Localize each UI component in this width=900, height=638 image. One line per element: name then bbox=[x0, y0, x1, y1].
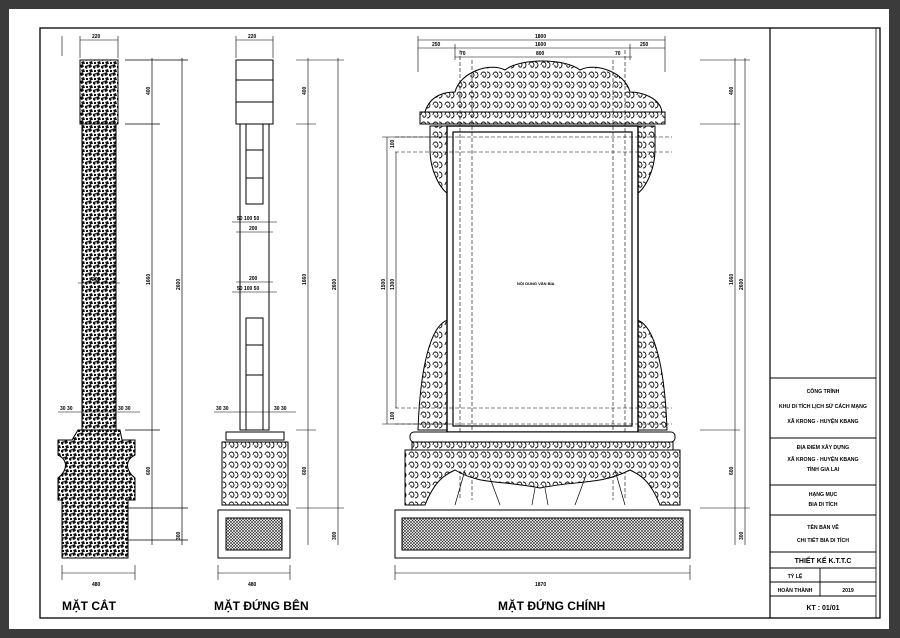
dim-text: 200 bbox=[92, 277, 101, 283]
dim-text: 300 bbox=[176, 531, 182, 540]
dim-text: 1660 bbox=[146, 274, 152, 285]
front-view-labels: 1800 250 1600 250 70 800 70 NỘI DUNG VĂN… bbox=[381, 34, 745, 613]
dim-text: 70 bbox=[615, 51, 621, 57]
dim-text: 250 bbox=[640, 42, 649, 48]
dim-text: 2600 bbox=[176, 279, 182, 290]
dim-text: 30 30 bbox=[60, 406, 73, 412]
dim-text: 2600 bbox=[332, 279, 338, 290]
dim-text: 30 30 bbox=[216, 406, 229, 412]
location-label: ĐỊA ĐIỂM XÂY DỰNG bbox=[797, 444, 849, 451]
view-title: MẶT ĐỨNG CHÍNH bbox=[498, 598, 605, 613]
drawing-label: TÊN BẢN VẼ bbox=[807, 523, 839, 531]
location-line-1: XÃ KRONG - HUYỆN KBANG bbox=[787, 455, 858, 463]
dim-text: 70 bbox=[460, 51, 466, 57]
view-title: MẶT CẮT bbox=[62, 598, 117, 613]
project-place: XÃ KRONG - HUYỆN KBANG bbox=[787, 417, 858, 425]
dim-text: 220 bbox=[248, 34, 257, 40]
dim-text: 1660 bbox=[729, 274, 735, 285]
dim-text: 600 bbox=[302, 466, 308, 475]
dim-text: 400 bbox=[302, 86, 308, 95]
sheet-number: KT : 01/01 bbox=[806, 605, 839, 612]
dim-text: 480 bbox=[248, 582, 257, 588]
view-title: MẶT ĐỨNG BÊN bbox=[214, 598, 309, 613]
title-block: CÔNG TRÌNH KHU DI TÍCH LỊCH SỬ CÁCH MẠNG… bbox=[770, 377, 876, 612]
completed-label: HOÀN THÀNH bbox=[778, 587, 813, 594]
completed-value: 2019 bbox=[842, 588, 854, 594]
dim-text: 400 bbox=[146, 86, 152, 95]
side-view-labels: 220 50 100 50 200 200 50 100 50 30 30 30… bbox=[214, 34, 338, 613]
item-name: BIA DI TÍCH bbox=[809, 500, 838, 508]
project-name: KHU DI TÍCH LỊCH SỬ CÁCH MẠNG bbox=[779, 402, 867, 410]
dim-text: 30 30 bbox=[118, 406, 131, 412]
dim-text: 1870 bbox=[535, 582, 546, 588]
dim-text: 200 bbox=[249, 276, 258, 282]
location-line-2: TỈNH GIA LAI bbox=[807, 466, 840, 473]
dim-text: 200 bbox=[249, 226, 258, 232]
dim-text: 400 bbox=[729, 86, 735, 95]
panel-text: NỘI DUNG VĂN BIA bbox=[517, 281, 555, 286]
dim-text: 100 bbox=[390, 139, 396, 148]
design-unit: THIẾT KẾ K.T.T.C bbox=[795, 555, 852, 565]
dim-text: 1660 bbox=[302, 274, 308, 285]
drawing-sheet: 220 200 30 30 30 30 480 400 1660 2600 60… bbox=[9, 9, 889, 629]
dim-text: 300 bbox=[332, 531, 338, 540]
sheet-border bbox=[39, 27, 881, 619]
dim-text: 300 bbox=[739, 531, 745, 540]
dim-text: 1600 bbox=[535, 42, 546, 48]
dim-text: 600 bbox=[146, 466, 152, 475]
dim-text: 600 bbox=[729, 466, 735, 475]
section-view: 220 200 30 30 30 30 480 400 1660 2600 60… bbox=[57, 34, 188, 613]
drawing-name: CHI TIẾT BIA DI TÍCH bbox=[797, 536, 849, 544]
side-view bbox=[214, 36, 344, 580]
dim-text: 1500 bbox=[381, 279, 387, 290]
dim-text: 100 bbox=[390, 411, 396, 420]
item-label: HẠNG MỤC bbox=[809, 492, 838, 498]
dim-text: 220 bbox=[92, 34, 101, 40]
dim-text: 1300 bbox=[390, 279, 396, 290]
dim-text: 50 100 50 bbox=[237, 216, 259, 222]
dim-text: 480 bbox=[92, 582, 101, 588]
dim-text: 50 100 50 bbox=[237, 286, 259, 292]
dim-text: 250 bbox=[432, 42, 441, 48]
dim-text: 2600 bbox=[739, 279, 745, 290]
front-view bbox=[382, 36, 750, 580]
dim-text: 1800 bbox=[535, 34, 546, 40]
project-label: CÔNG TRÌNH bbox=[807, 387, 840, 395]
dim-text: 30 30 bbox=[274, 406, 287, 412]
cad-drawing: 220 200 30 30 30 30 480 400 1660 2600 60… bbox=[39, 27, 881, 619]
dim-text: 800 bbox=[536, 51, 545, 57]
scale-label: TỶ LỆ bbox=[788, 572, 803, 580]
